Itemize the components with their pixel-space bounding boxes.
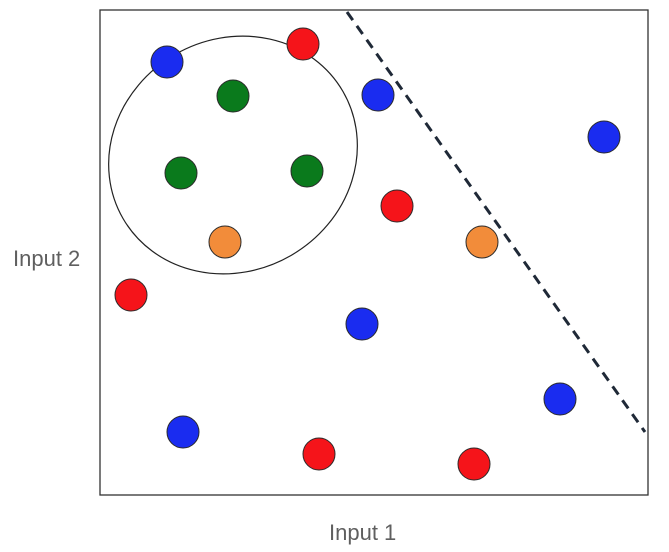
y-axis-label: Input 2	[13, 246, 81, 271]
point-r3	[114, 278, 148, 312]
point-b5	[543, 382, 577, 416]
decision-boundary-line	[345, 11, 647, 433]
point-b4	[345, 307, 379, 341]
cluster-ellipse	[108, 35, 358, 275]
plot-frame	[99, 9, 649, 496]
x-axis-label: Input 1	[329, 520, 397, 545]
point-r1	[286, 27, 320, 61]
point-g1	[216, 79, 250, 113]
point-b2	[361, 78, 395, 112]
point-r2	[380, 189, 414, 223]
point-b3	[587, 120, 621, 154]
point-o2	[465, 225, 499, 259]
point-r4	[302, 437, 336, 471]
point-o1	[208, 225, 242, 259]
point-g3	[290, 154, 324, 188]
point-b6	[166, 415, 200, 449]
point-b1	[150, 45, 184, 79]
point-g2	[164, 156, 198, 190]
point-r5	[457, 447, 491, 481]
